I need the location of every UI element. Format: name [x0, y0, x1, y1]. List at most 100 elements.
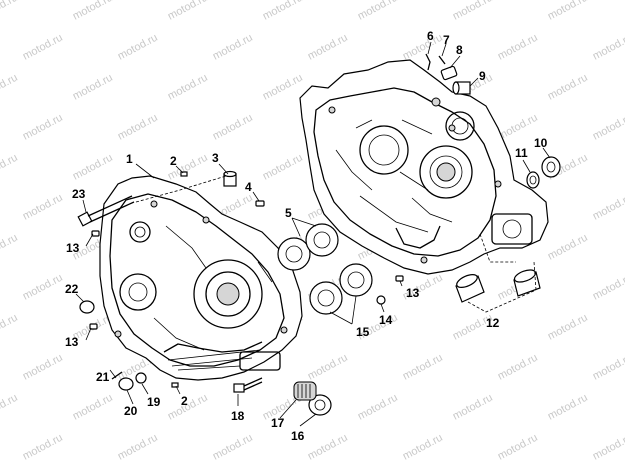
watermark-text: motod.ru [0, 312, 20, 343]
bolt-8 [440, 65, 458, 81]
watermark-text: motod.ru [71, 0, 115, 23]
label-part-7: 7 [443, 33, 450, 47]
watermark-text: motod.ru [116, 112, 160, 143]
label-part-4: 4 [245, 180, 252, 194]
watermark-text: motod.ru [0, 0, 20, 23]
watermark-text: motod.ru [211, 432, 255, 463]
watermark-text: motod.ru [261, 0, 305, 23]
watermark-text: motod.ru [116, 32, 160, 63]
cap-9 [452, 81, 471, 95]
dowel-13b [89, 323, 98, 330]
right-crankcase-half [299, 59, 549, 275]
watermark-text: motod.ru [21, 432, 65, 463]
watermark-text: motod.ru [261, 152, 305, 183]
watermark-text: motod.ru [591, 112, 625, 143]
bolt-23 [77, 195, 135, 227]
watermark-text: motod.ru [451, 392, 495, 423]
label-part-14: 14 [379, 313, 393, 327]
label-part-3: 3 [212, 151, 219, 165]
watermark-text: motod.ru [0, 392, 20, 423]
dowel-13a [91, 230, 100, 237]
pin-21 [111, 371, 123, 380]
watermark-text: motod.ru [166, 392, 210, 423]
watermark-text: motod.ru [451, 0, 495, 23]
watermark-text: motod.ru [496, 352, 540, 383]
pin-2a [180, 171, 188, 177]
label-part-18: 18 [231, 409, 245, 423]
watermark-text: motod.ru [306, 432, 350, 463]
plug-22 [79, 300, 95, 314]
watermark-text: motod.ru [356, 0, 400, 23]
label-part-13a: 13 [66, 241, 80, 255]
label-part-11: 11 [515, 146, 528, 160]
clip-6 [425, 53, 431, 71]
watermark-text: motod.ru [546, 0, 590, 23]
label-part-16: 16 [291, 429, 305, 443]
watermark-text: motod.ru [591, 32, 625, 63]
watermark-text: motod.ru [401, 432, 445, 463]
watermark-text: motod.ru [0, 152, 20, 183]
watermark-text: motod.ru [306, 32, 350, 63]
label-part-22: 22 [65, 282, 79, 296]
left-crankcase-half [99, 175, 303, 381]
watermark-text: motod.ru [591, 352, 625, 383]
watermark-text: motod.ru [21, 352, 65, 383]
label-part-10: 10 [534, 136, 548, 150]
watermark-text: motod.ru [71, 72, 115, 103]
drain-plug-20 [118, 377, 134, 391]
watermark-text: motod.ru [546, 232, 590, 263]
label-part-17: 17 [271, 416, 285, 430]
label-part-2b: 2 [181, 394, 188, 408]
watermark-text: motod.ru [21, 272, 65, 303]
dowel-13c [395, 275, 404, 282]
watermark-text: motod.ru [116, 432, 160, 463]
seal-10 [541, 156, 561, 178]
watermark-text: motod.ru [306, 352, 350, 383]
bolt-18 [233, 377, 263, 393]
watermark-text: motod.ru [591, 272, 625, 303]
ball-14 [376, 295, 386, 305]
watermark-text: motod.ru [0, 72, 20, 103]
watermark-text: motod.ru [401, 32, 445, 63]
tubes-12 [455, 269, 541, 303]
washer-19 [135, 372, 147, 384]
label-part-12: 12 [486, 316, 500, 330]
watermark-text: motod.ru [356, 392, 400, 423]
watermark-text: motod.ru [166, 72, 210, 103]
bushing-3 [223, 170, 237, 187]
label-part-15: 15 [356, 325, 370, 339]
watermark-text: motod.ru [546, 312, 590, 343]
bearing-15 [309, 263, 373, 315]
label-part-21: 21 [96, 370, 110, 384]
watermark-text: motod.ru [401, 352, 445, 383]
pin-4 [255, 200, 265, 207]
watermark-text: motod.ru [591, 192, 625, 223]
label-part-20: 20 [124, 404, 138, 418]
watermark-text: motod.ru [71, 152, 115, 183]
label-part-6: 6 [427, 29, 434, 43]
needle-bearing-17 [293, 381, 317, 401]
watermark-text: motod.ru [166, 0, 210, 23]
label-part-19: 19 [147, 395, 161, 409]
leader-lines [75, 41, 551, 427]
label-part-5: 5 [285, 206, 292, 220]
label-part-1: 1 [126, 152, 133, 166]
label-part-2a: 2 [170, 154, 177, 168]
watermark-text: motod.ru [211, 112, 255, 143]
watermark-text: motod.ru [211, 32, 255, 63]
label-part-23: 23 [72, 187, 86, 201]
label-part-13c: 13 [406, 286, 420, 300]
watermark-text: motod.ru [546, 72, 590, 103]
watermark-text: motod.ru [0, 232, 20, 263]
pin-2b [171, 382, 179, 388]
bearing-5 [277, 223, 339, 271]
watermark-text: motod.ru [21, 32, 65, 63]
bearing-11 [526, 171, 540, 189]
seal-16 [308, 394, 332, 416]
watermark-text: motod.ru [261, 72, 305, 103]
label-part-13b: 13 [65, 335, 79, 349]
watermark-text: motod.ru [496, 432, 540, 463]
part-labels: 1 2 2 3 4 5 6 7 8 9 10 11 12 13 13 13 14… [65, 29, 548, 443]
